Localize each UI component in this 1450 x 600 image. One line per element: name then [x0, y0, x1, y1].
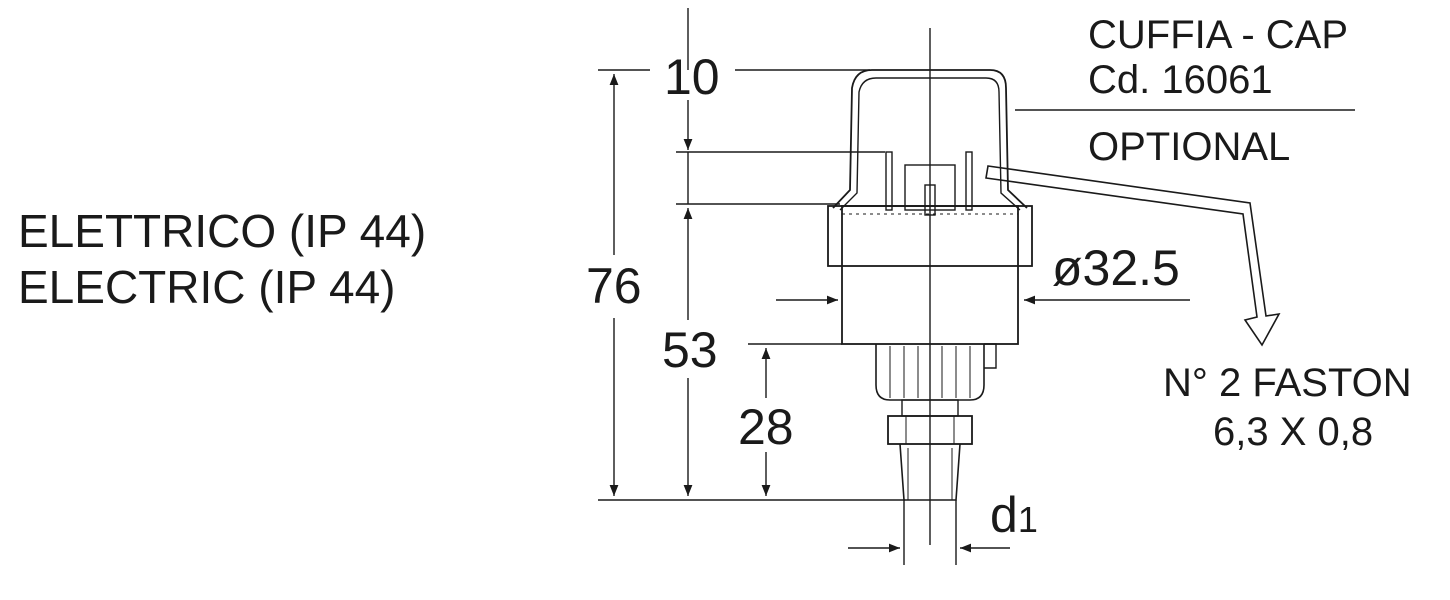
dim-label-53: 53	[662, 322, 718, 378]
cap-note-line-3: OPTIONAL	[1088, 125, 1290, 169]
cap-outline	[832, 69, 1028, 211]
switch-body	[827, 205, 1033, 345]
ribbed-base	[875, 343, 997, 401]
hex-nut	[887, 399, 973, 445]
title-line-1: ELETTRICO (IP 44)	[18, 205, 426, 257]
dim-line-d1	[848, 500, 1010, 565]
faston-leader-arrow	[985, 165, 1281, 347]
title-line-2: ELECTRIC (IP 44)	[18, 261, 395, 313]
dim-label-d1: d1	[990, 487, 1038, 543]
faston-note-line-2: 6,3 X 0,8	[1213, 410, 1373, 454]
cap-note-line-2: Cd. 16061	[1088, 58, 1273, 102]
dim-label-28: 28	[738, 399, 794, 455]
faston-note-line-1: N° 2 FASTON	[1163, 361, 1412, 405]
threaded-connector	[899, 443, 961, 501]
dim-label-76: 76	[586, 258, 642, 314]
cap-note-line-1: CUFFIA - CAP	[1088, 13, 1348, 57]
dim-label-10: 10	[664, 49, 720, 105]
dim-label-diameter: ø32.5	[1052, 240, 1180, 296]
faston-terminals	[885, 151, 973, 216]
